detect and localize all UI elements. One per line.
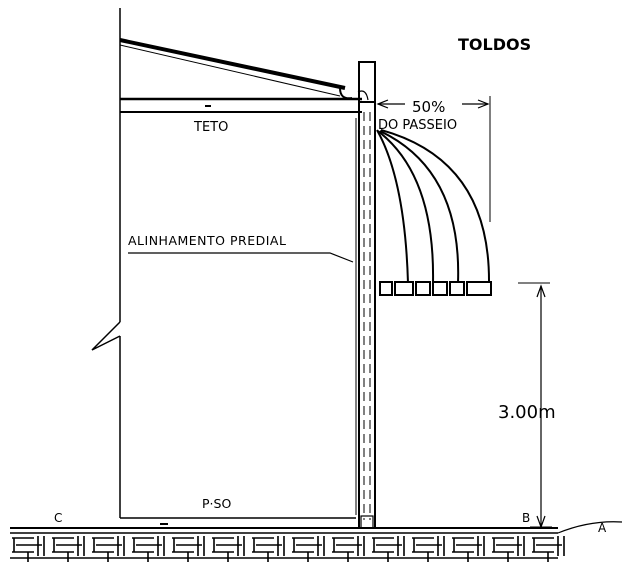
floor xyxy=(120,517,356,525)
height-label: 3.00m xyxy=(498,402,556,423)
building-line-label: ALINHAMENTO PREDIAL xyxy=(128,233,286,248)
awning-width-reference: DO PASSEIO xyxy=(378,118,457,133)
building-line-leader xyxy=(128,252,354,263)
point-a-label: A xyxy=(598,521,607,535)
roof xyxy=(119,38,353,100)
point-b-label: B xyxy=(522,511,530,525)
building-wall xyxy=(355,61,376,529)
left-wall xyxy=(91,8,121,518)
ceiling-label: TETO xyxy=(193,120,228,135)
point-c-label: C xyxy=(54,511,62,525)
awning-width-percent: 50% xyxy=(412,98,445,116)
awning xyxy=(376,129,492,296)
ground xyxy=(10,521,623,562)
diagram-title: TOLDOS xyxy=(458,35,531,54)
awning-width-dimension xyxy=(374,95,491,222)
floor-label: P·SO xyxy=(202,496,231,511)
ceiling-slab xyxy=(120,97,362,113)
